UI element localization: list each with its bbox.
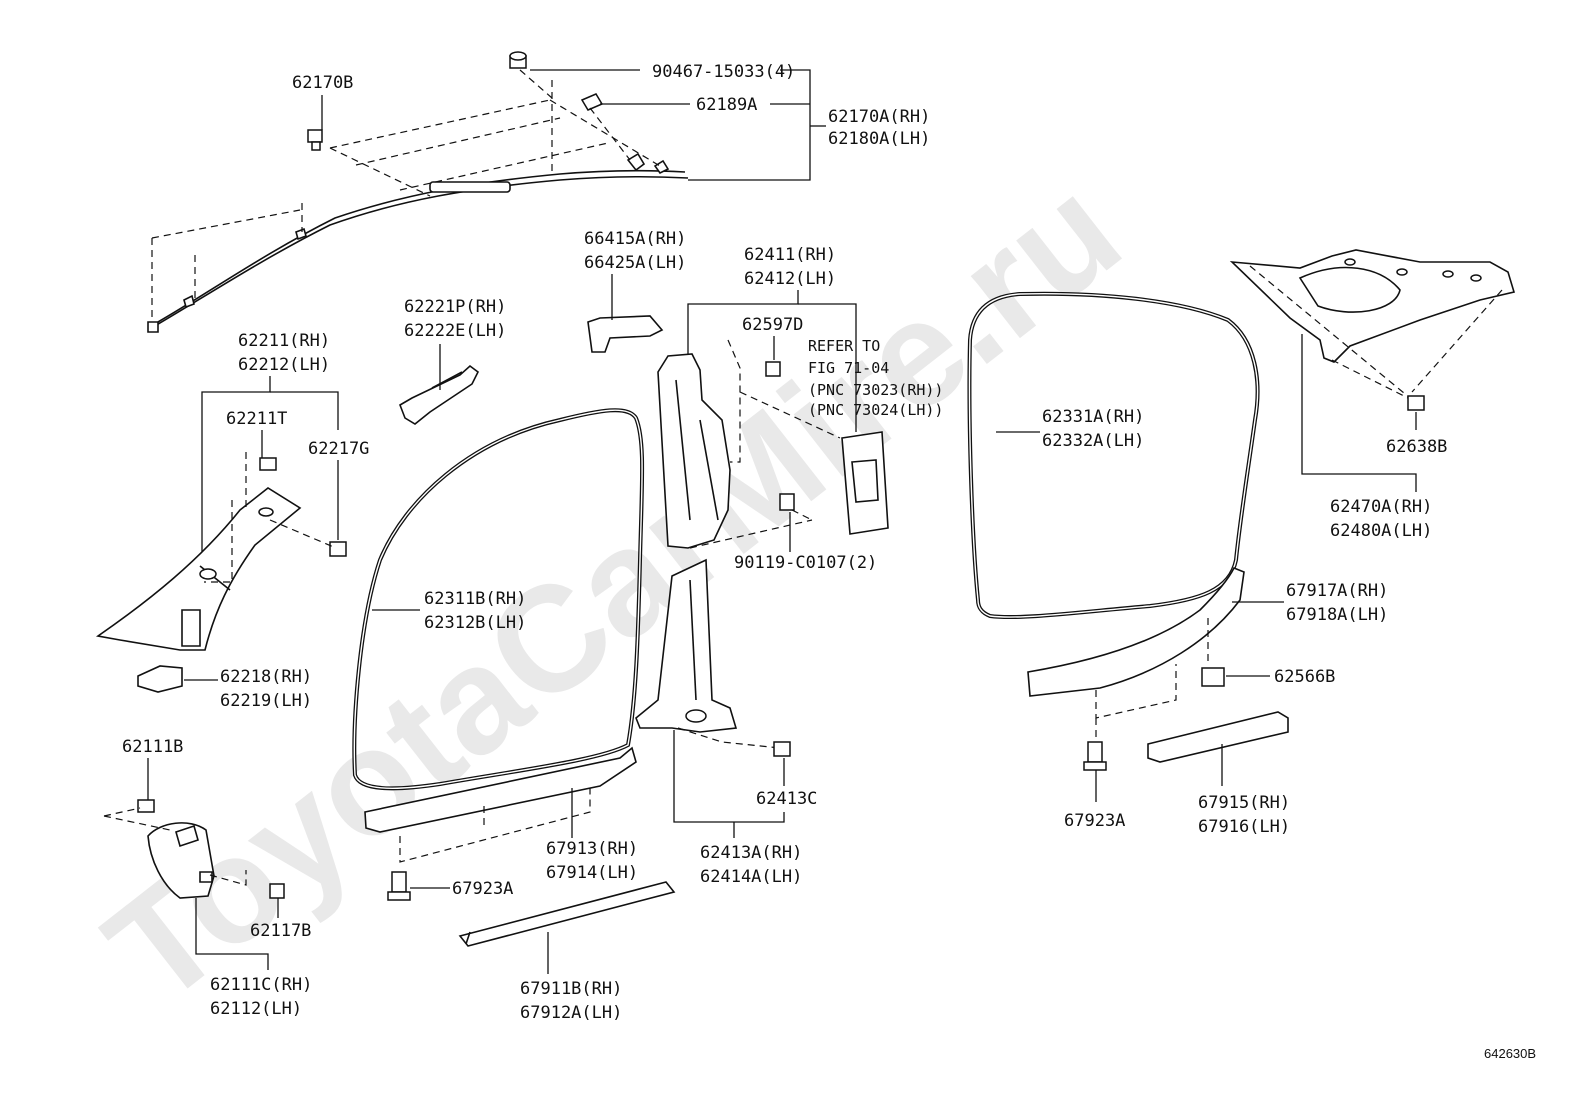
label-62222E-lh: 62222E(LH): [404, 321, 506, 341]
label-62638B: 62638B: [1386, 437, 1447, 457]
label-62311B-rh: 62311B(RH): [424, 589, 526, 609]
front-scuff-plate-inner: [364, 746, 637, 833]
label-62413A-rh: 62413A(RH): [700, 843, 802, 863]
label-67914-lh: 67914(LH): [546, 863, 638, 883]
clip-62413C: [773, 741, 791, 757]
clip-67923A-right: [1083, 741, 1107, 771]
clip-90467: [509, 51, 527, 69]
note-refer-3: (PNC 73023(RH)): [808, 381, 943, 399]
label-62217G: 62217G: [308, 439, 369, 459]
clip-62597D: [765, 361, 781, 377]
clip-62189A: [580, 93, 604, 111]
label-62212-lh: 62212(LH): [238, 355, 330, 375]
label-62219-lh: 62219(LH): [220, 691, 312, 711]
label-67913-rh: 67913(RH): [546, 839, 638, 859]
label-67923A-left: 67923A: [452, 879, 513, 899]
label-66415A-rh: 66415A(RH): [584, 229, 686, 249]
bracket-66415A: [587, 315, 664, 353]
label-62411-rh: 62411(RH): [744, 245, 836, 265]
clip-62170B: [307, 129, 323, 151]
label-67917A-rh: 67917A(RH): [1286, 581, 1388, 601]
label-67911B-rh: 67911B(RH): [520, 979, 622, 999]
label-67923A-right: 67923A: [1064, 811, 1125, 831]
clip-62218: [137, 665, 183, 693]
rear-door-sill-plate: [1147, 711, 1289, 763]
note-refer-1: REFER TO: [808, 337, 880, 355]
label-62566B: 62566B: [1274, 667, 1335, 687]
label-67916-lh: 67916(LH): [1198, 817, 1290, 837]
roof-side-rail-garnish: [147, 152, 689, 333]
label-67912A-lh: 67912A(LH): [520, 1003, 622, 1023]
figure-id: 642630B: [1484, 1046, 1536, 1061]
clip-90119: [779, 493, 795, 511]
cowl-side-trim: [147, 822, 215, 899]
label-62480A-lh: 62480A(LH): [1330, 521, 1432, 541]
roof-side-inner-garnish: [1229, 249, 1516, 363]
label-62331A-rh: 62331A(RH): [1042, 407, 1144, 427]
label-62412-lh: 62412(LH): [744, 269, 836, 289]
rear-door-weatherstrip: [967, 291, 1260, 620]
clip-62111B: [137, 799, 155, 813]
label-62221P-rh: 62221P(RH): [404, 297, 506, 317]
label-62413C: 62413C: [756, 789, 817, 809]
clip-62566B: [1201, 667, 1225, 687]
clip-62211T: [259, 457, 277, 471]
center-pillar-upper-garnish: [657, 353, 731, 549]
center-pillar-lower-garnish: [635, 558, 738, 733]
a-pillar-garnish: [95, 487, 302, 651]
label-62170A-rh: 62170A(RH): [828, 107, 930, 127]
note-refer-4: (PNC 73024(LH)): [808, 401, 943, 419]
label-62312B-lh: 62312B(LH): [424, 613, 526, 633]
label-62597D: 62597D: [742, 315, 803, 335]
front-door-sill-plate: [458, 881, 676, 947]
label-67918A-lh: 67918A(LH): [1286, 605, 1388, 625]
label-62211-rh: 62211(RH): [238, 331, 330, 351]
label-62112-lh: 62112(LH): [210, 999, 302, 1019]
label-67915-rh: 67915(RH): [1198, 793, 1290, 813]
bracket-62221P: [399, 364, 480, 425]
label-66425A-lh: 66425A(LH): [584, 253, 686, 273]
label-62117B: 62117B: [250, 921, 311, 941]
rear-scuff-plate-inner: [1027, 566, 1245, 697]
clip-62638B: [1407, 395, 1425, 411]
clip-62217G: [329, 541, 347, 557]
label-62470A-rh: 62470A(RH): [1330, 497, 1432, 517]
note-refer-2: FIG 71-04: [808, 359, 889, 377]
label-62111B: 62111B: [122, 737, 183, 757]
label-62189A: 62189A: [696, 95, 757, 115]
label-62111C-rh: 62111C(RH): [210, 975, 312, 995]
label-90467: 90467-15033(4): [652, 62, 795, 82]
label-90119: 90119-C0107(2): [734, 553, 877, 573]
label-62170B: 62170B: [292, 73, 353, 93]
seat-belt-anchor-cover: [841, 431, 889, 535]
front-door-weatherstrip: [352, 408, 645, 791]
clip-62117B: [269, 883, 285, 899]
clip-67923A-left: [387, 871, 411, 901]
label-62211T: 62211T: [226, 409, 287, 429]
label-62332A-lh: 62332A(LH): [1042, 431, 1144, 451]
label-62414A-lh: 62414A(LH): [700, 867, 802, 887]
label-62180A-lh: 62180A(LH): [828, 129, 930, 149]
label-62218-rh: 62218(RH): [220, 667, 312, 687]
